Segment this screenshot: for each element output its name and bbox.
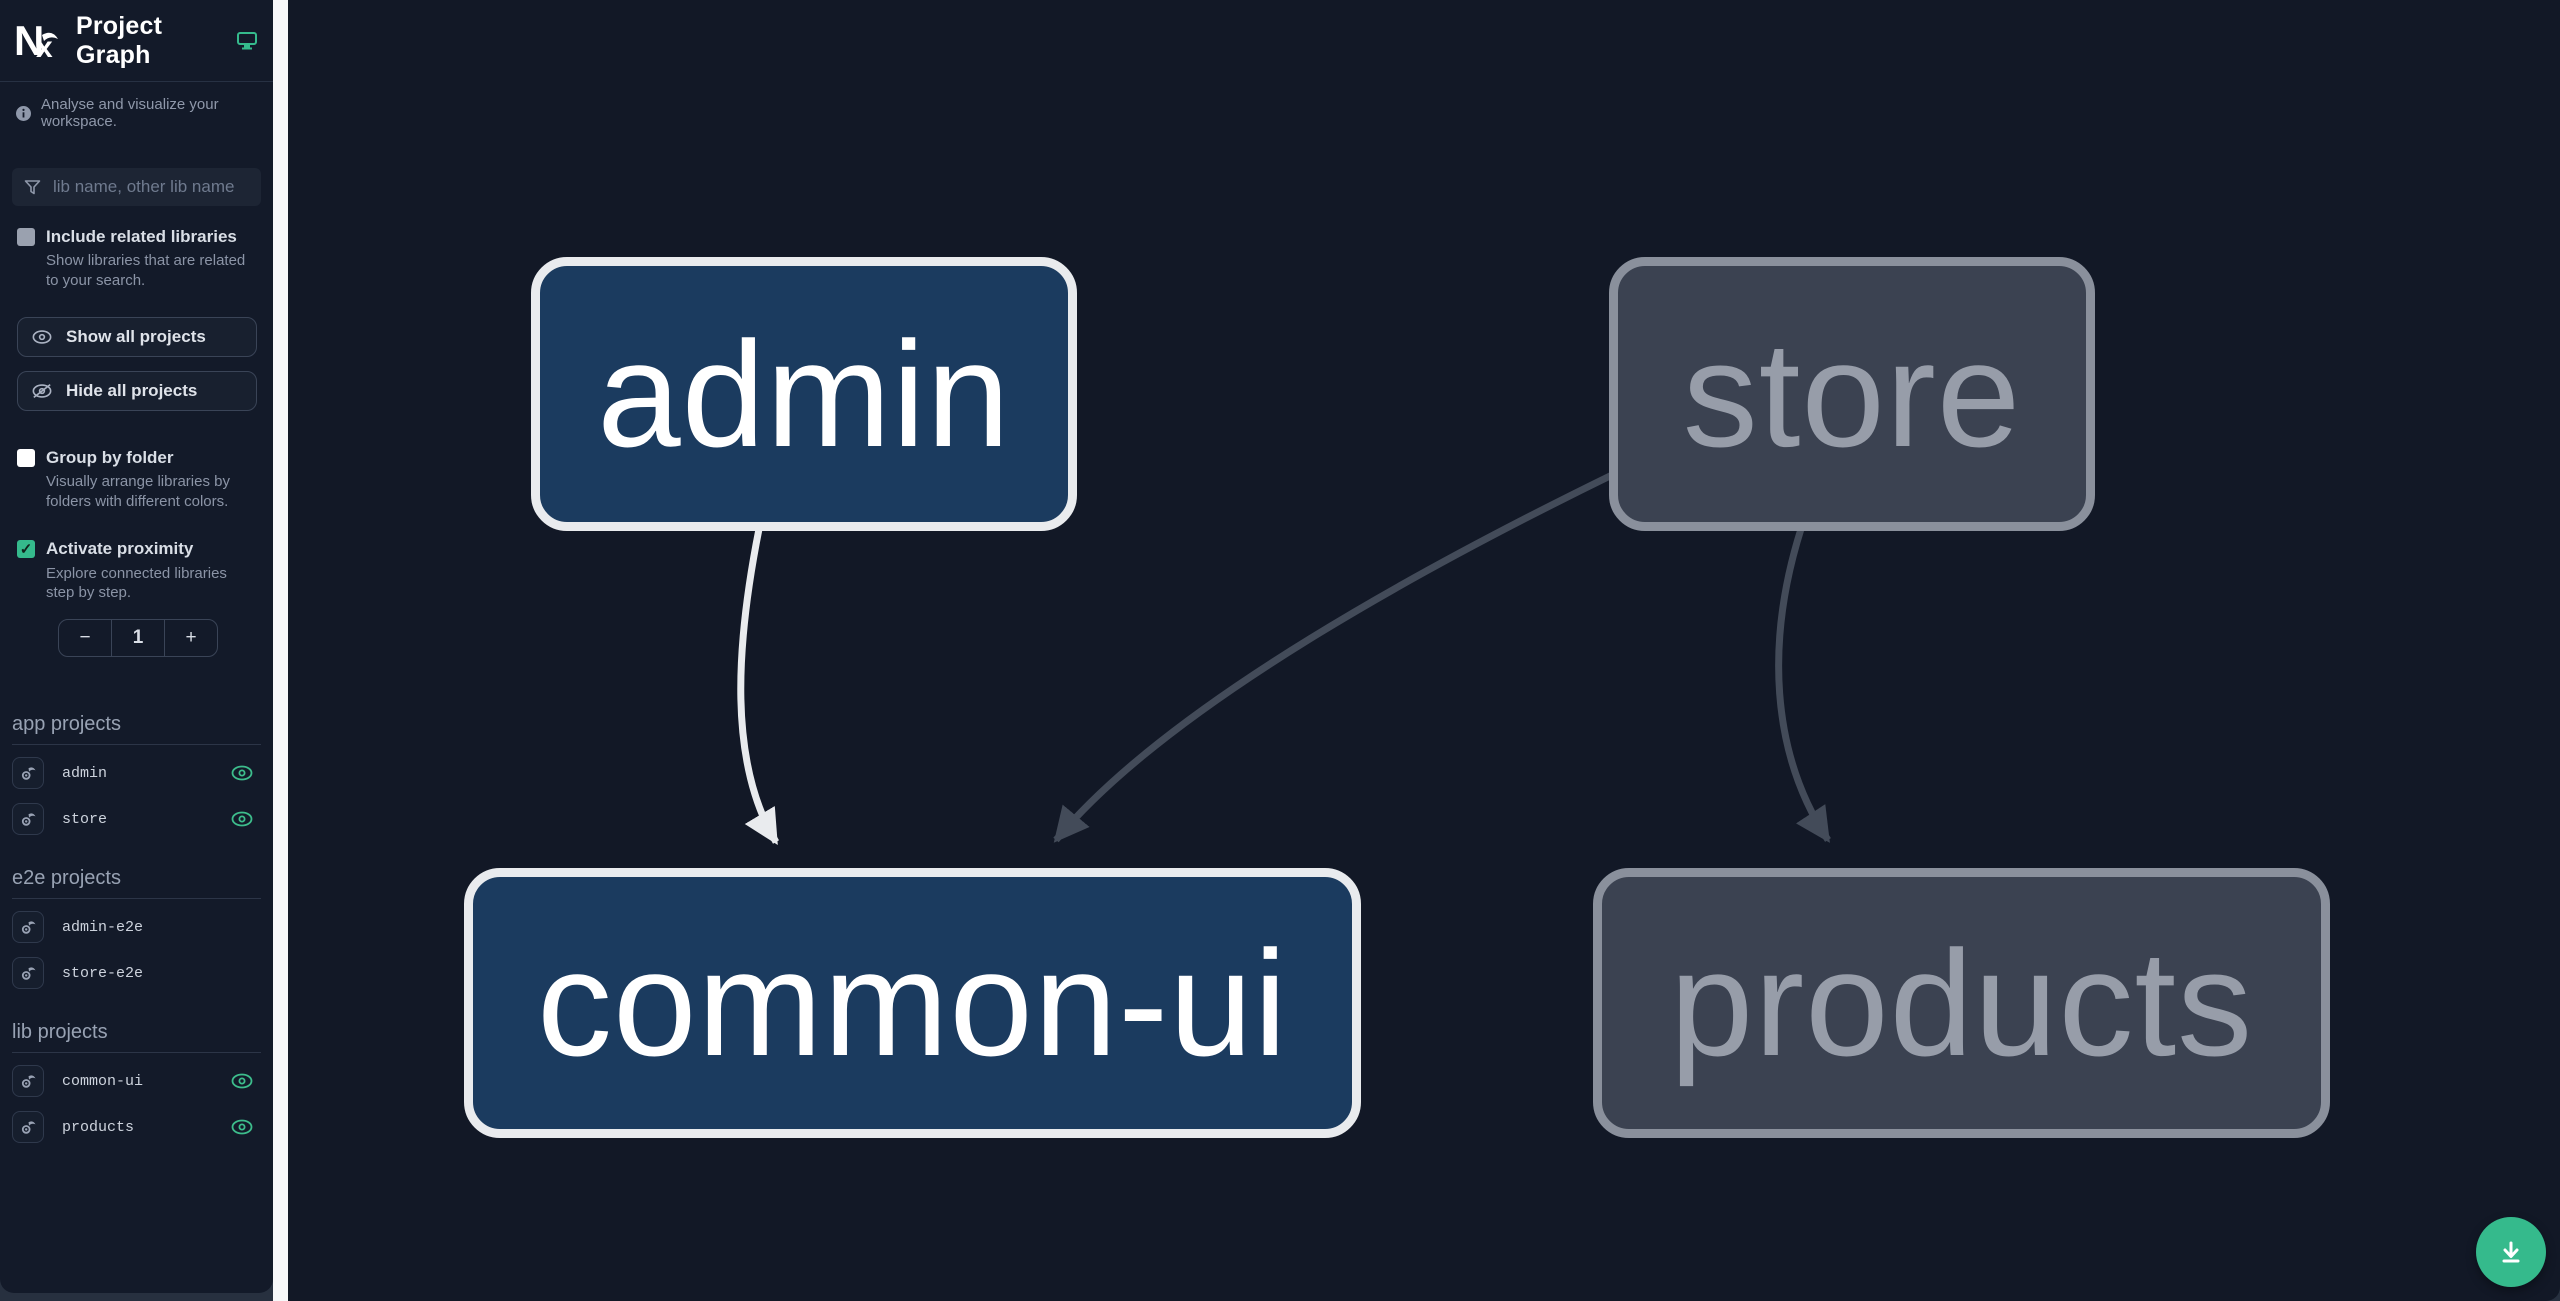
focus-icon	[21, 1074, 35, 1088]
tagline: Analyse and visualize your workspace.	[0, 82, 273, 130]
project-name[interactable]: products	[62, 1118, 135, 1136]
graph-canvas[interactable]: admin store common-ui products	[288, 0, 2560, 1301]
eye-off-icon	[32, 384, 52, 399]
tagline-text: Analyse and visualize your workspace.	[41, 96, 219, 130]
focus-icon	[21, 766, 35, 780]
show-all-projects-label: Show all projects	[66, 327, 206, 347]
project-name[interactable]: store	[62, 810, 108, 828]
project-row-admin: admin	[12, 755, 261, 791]
edge-store-to-products[interactable]	[1775, 527, 1831, 843]
focus-project-button[interactable]	[12, 757, 44, 790]
section-e2e-projects: e2e projects admin-e2e	[12, 867, 261, 991]
svg-text:N: N	[16, 21, 44, 61]
focus-project-button[interactable]	[12, 803, 44, 836]
svg-text:x: x	[36, 31, 53, 61]
toggle-visibility-eye-icon[interactable]	[231, 1073, 253, 1089]
info-icon	[16, 105, 31, 121]
edge-admin-to-common-ui[interactable]	[737, 528, 780, 846]
hide-all-projects-label: Hide all projects	[66, 381, 198, 401]
project-row-store-e2e: store-e2e	[12, 955, 261, 991]
sidebar: N x Project Graph Analyse and visualize …	[0, 0, 273, 1293]
include-related-checkbox[interactable]	[17, 228, 35, 246]
activate-proximity-label: Activate proximity	[46, 539, 194, 559]
project-name[interactable]: store-e2e	[62, 964, 144, 982]
group-by-folder-checkbox[interactable]	[17, 449, 35, 468]
focus-icon	[21, 966, 35, 980]
include-related-label: Include related libraries	[46, 227, 237, 246]
activate-proximity-checkbox[interactable]: ✓	[17, 540, 35, 559]
monitor-icon[interactable]	[237, 31, 257, 50]
download-graph-button[interactable]	[2476, 1217, 2546, 1287]
toggle-visibility-eye-icon[interactable]	[231, 811, 253, 827]
section-app-projects: app projects admin	[12, 713, 261, 837]
proximity-decrement-button[interactable]: −	[79, 627, 91, 649]
search-input[interactable]	[53, 177, 249, 197]
project-row-store: store	[12, 801, 261, 837]
filter-box	[12, 168, 261, 206]
sidebar-header: N x Project Graph	[0, 0, 273, 82]
filter-funnel-icon	[24, 179, 41, 194]
project-name[interactable]: admin	[62, 764, 108, 782]
toggle-visibility-eye-icon[interactable]	[231, 765, 253, 781]
dependency-edges	[737, 471, 1831, 846]
section-title: e2e projects	[12, 867, 261, 900]
proximity-increment-button[interactable]: +	[164, 620, 217, 657]
download-icon	[2502, 1241, 2520, 1263]
sidebar-resize-divider[interactable]	[273, 0, 288, 1301]
activate-proximity-description: Explore connected libraries step by step…	[46, 564, 227, 602]
include-related-description: Show libraries that are related to your …	[46, 252, 246, 290]
nx-logo-icon: N x	[16, 21, 58, 61]
group-by-folder-label: Group by folder	[46, 448, 174, 468]
eye-icon	[32, 330, 52, 344]
section-lib-projects: lib projects common-ui	[12, 1021, 261, 1145]
focus-project-button[interactable]	[12, 957, 44, 990]
project-row-products: products	[12, 1109, 261, 1145]
project-row-admin-e2e: admin-e2e	[12, 909, 261, 945]
focus-project-button[interactable]	[12, 911, 44, 944]
group-by-folder-option[interactable]: Group by folder Visually arrange librari…	[0, 411, 273, 512]
group-by-folder-description: Visually arrange libraries by folders wi…	[46, 473, 230, 511]
graph-node-store[interactable]: store	[1609, 257, 2095, 531]
proximity-depth-stepper: − 1 +	[58, 619, 218, 658]
graph-node-common-ui[interactable]: common-ui	[464, 868, 1361, 1138]
focus-icon	[21, 920, 35, 934]
focus-icon	[21, 812, 35, 826]
section-title: app projects	[12, 713, 261, 746]
project-row-common-ui: common-ui	[12, 1063, 261, 1099]
edge-store-to-common-ui[interactable]	[1053, 471, 1614, 843]
graph-node-products[interactable]: products	[1593, 868, 2330, 1138]
focus-project-button[interactable]	[12, 1111, 44, 1144]
include-related-option[interactable]: Include related libraries Show libraries…	[0, 206, 273, 291]
page-title: Project Graph	[76, 11, 163, 69]
show-all-projects-button[interactable]: Show all projects	[17, 317, 257, 358]
section-title: lib projects	[12, 1021, 261, 1054]
project-name[interactable]: common-ui	[62, 1072, 144, 1090]
project-name[interactable]: admin-e2e	[62, 918, 144, 936]
focus-icon	[21, 1120, 35, 1134]
graph-node-admin[interactable]: admin	[531, 257, 1077, 531]
focus-project-button[interactable]	[12, 1065, 44, 1098]
activate-proximity-option[interactable]: ✓ Activate proximity Explore connected l…	[0, 512, 273, 603]
proximity-depth-value[interactable]: 1	[111, 620, 164, 657]
hide-all-projects-button[interactable]: Hide all projects	[17, 371, 257, 412]
toggle-visibility-eye-icon[interactable]	[231, 1119, 253, 1135]
